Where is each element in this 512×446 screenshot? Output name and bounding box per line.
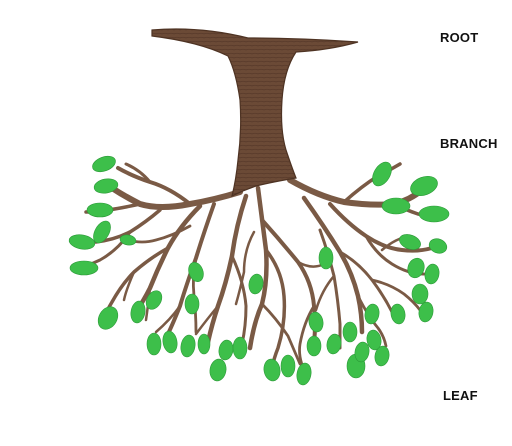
- leaf-shape: [69, 260, 99, 276]
- leaf-shape: [162, 330, 178, 354]
- leaf-shape: [418, 301, 434, 323]
- branch-network: [72, 162, 438, 372]
- leaf-shape: [263, 358, 281, 382]
- leaf-shape: [410, 175, 438, 197]
- branch-line: [234, 230, 256, 306]
- branch-line: [154, 304, 182, 334]
- branch-line: [298, 304, 316, 372]
- branch-line: [230, 254, 248, 346]
- branch-line: [109, 185, 243, 210]
- leaf-shape: [93, 178, 119, 194]
- leaf-shape: [146, 332, 162, 356]
- leaf-shape: [209, 358, 227, 382]
- branch-line: [328, 202, 434, 253]
- leaf-shape: [145, 290, 163, 310]
- leaf-shape: [248, 273, 264, 295]
- leaf-shape: [184, 293, 200, 315]
- leaf-shape: [197, 333, 211, 355]
- branch-line: [122, 270, 136, 302]
- branch-line: [247, 185, 269, 351]
- leaf-shape: [130, 300, 146, 324]
- leaf-shape: [280, 354, 296, 378]
- branch-line: [205, 193, 249, 345]
- leaf-shape: [188, 262, 204, 282]
- branch-line: [264, 248, 287, 370]
- leaf-shape: [390, 303, 406, 325]
- leaf-shape: [342, 321, 358, 343]
- branch-line: [301, 195, 365, 335]
- leaf-shape: [366, 329, 382, 351]
- leaf-shape: [93, 220, 111, 244]
- leaf-shape: [86, 202, 114, 218]
- leaf-shape: [418, 205, 450, 223]
- leaf-shape: [92, 155, 116, 173]
- trunk-shape: [151, 28, 359, 198]
- leaf-shape: [119, 234, 137, 246]
- leaf-shape: [326, 333, 342, 355]
- leaf-shape: [399, 234, 421, 250]
- branch-line: [194, 304, 220, 336]
- leaf-shape: [407, 257, 425, 279]
- branch-line: [260, 218, 317, 344]
- branch-line: [133, 203, 203, 315]
- branch-line: [260, 302, 302, 366]
- branch-line: [338, 250, 394, 314]
- branch-line: [314, 274, 336, 312]
- leaf-shape: [306, 335, 322, 357]
- leaf-shape: [296, 362, 312, 386]
- leaf-shape: [308, 311, 324, 333]
- leaf-shape: [381, 197, 411, 215]
- root-label: ROOT: [440, 30, 479, 45]
- leaf-shape: [180, 334, 196, 358]
- leaf-shape: [232, 336, 248, 360]
- leaf-shape: [318, 246, 334, 270]
- branch-line: [124, 162, 152, 184]
- leaf-shape: [354, 341, 370, 363]
- leaf-shape: [374, 345, 390, 367]
- branch-line: [370, 278, 422, 312]
- leaf-label: LEAF: [443, 388, 478, 403]
- branch-label: BRANCH: [440, 136, 498, 151]
- branch-line: [356, 294, 388, 348]
- branch-line: [164, 202, 216, 340]
- leaf-cluster: [68, 155, 450, 386]
- branch-line: [126, 224, 192, 244]
- leaf-shape: [364, 303, 380, 325]
- leaf-shape: [411, 283, 429, 305]
- leaf-shape: [428, 238, 448, 254]
- leaf-shape: [68, 234, 96, 250]
- leaf-shape: [97, 306, 119, 330]
- leaf-shape: [424, 263, 440, 285]
- branch-line: [287, 177, 425, 208]
- leaf-shape: [218, 339, 234, 361]
- leaf-shape: [372, 161, 392, 187]
